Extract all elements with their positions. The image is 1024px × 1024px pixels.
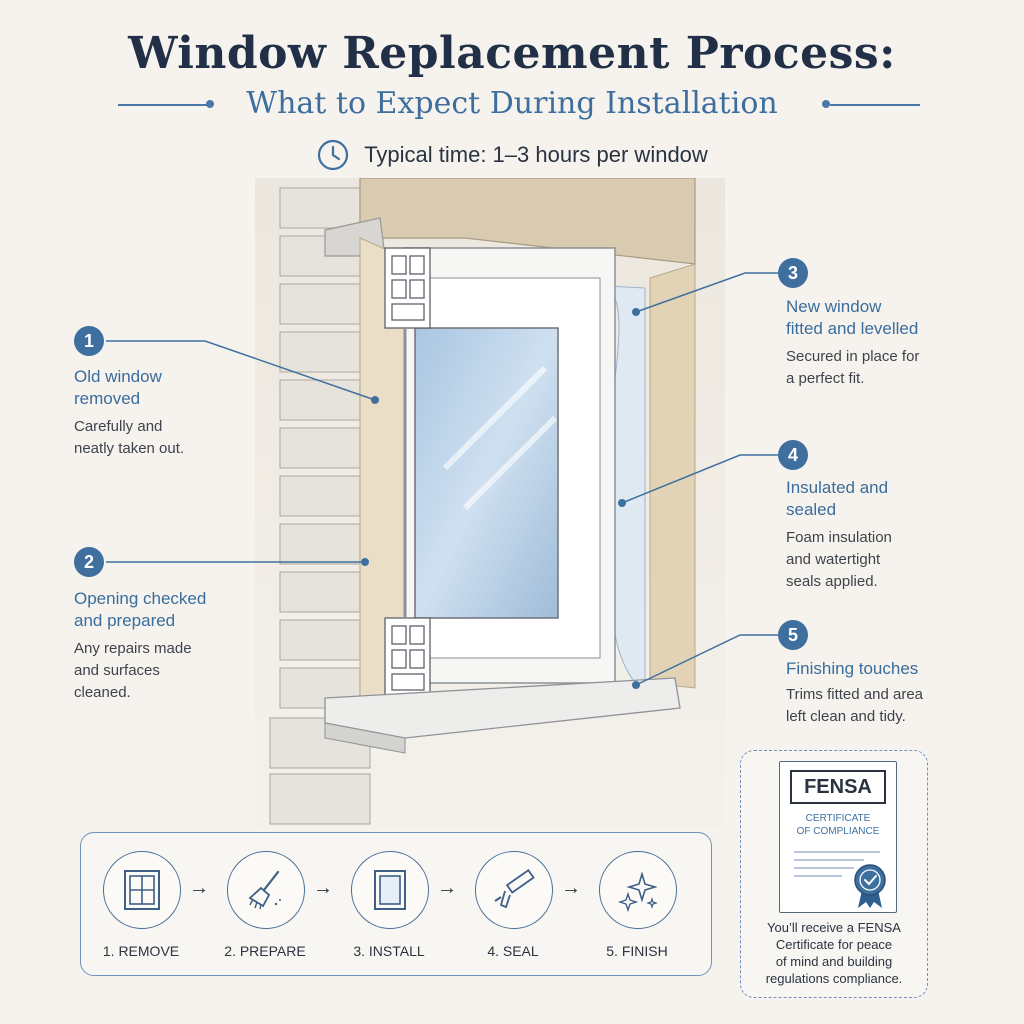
sparkle-icon: [617, 871, 658, 912]
step-5-title: Finishing touches: [786, 659, 919, 678]
subtitle-rule-right: [830, 104, 920, 106]
subtitle-dot-right: [822, 100, 830, 108]
certificate-note-2: Certificate for peace: [775, 937, 893, 952]
leader-dot-3: [632, 308, 640, 316]
step-5-desc: Trims fitted and area: [786, 686, 923, 703]
glass-reflection: [442, 365, 558, 511]
step-1-title: Old window: [74, 367, 162, 386]
step-3-title: New window: [786, 297, 882, 316]
frame-icon: [374, 870, 406, 910]
step-3-desc-2: a perfect fit.: [786, 370, 865, 387]
leader-dot-1: [371, 396, 379, 404]
step-2-title-2: and prepared: [74, 611, 176, 630]
leader-line-5: [635, 634, 778, 686]
leader-dot-5: [632, 681, 640, 689]
step-4-desc: Foam insulation: [786, 529, 892, 546]
step-2-badge: 2: [74, 547, 104, 577]
step-5-desc-2: left clean and tidy.: [786, 708, 906, 725]
time-text: Typical time: 1–3 hours per window: [364, 142, 708, 167]
step-4-desc-3: seals applied.: [786, 573, 878, 590]
arrow-icon-1: →: [189, 877, 209, 899]
subtitle-rule-left: [118, 104, 208, 106]
process-label-seal: 4. SEAL: [487, 943, 539, 959]
step-4-desc-2: and watertight: [786, 551, 881, 568]
step-1-desc-2: neatly taken out.: [74, 440, 185, 457]
sill-edge: [324, 722, 406, 754]
step-1-desc: Carefully and: [74, 418, 163, 435]
process-strip: → → → → 1. REMOVE 2. PREPARE 3. INSTA: [80, 832, 712, 976]
process-step-install: [351, 851, 429, 929]
step-5-text: Finishing touches Trims fitted and area …: [786, 658, 986, 728]
certificate-note-4: regulations compliance.: [765, 971, 903, 986]
step-1-title-2: removed: [74, 389, 141, 408]
certificate-card: FENSA CERTIFICATE OF COMPLIANCE You’ll r…: [740, 750, 928, 998]
certificate-lines: [794, 851, 880, 877]
leader-dot-2: [361, 558, 369, 566]
window-sill: [324, 677, 681, 739]
certificate-heading-1: CERTIFICATE: [805, 813, 871, 824]
leader-line-1: [106, 340, 376, 401]
window-illustration: [255, 178, 725, 828]
certificate-heading-2: OF COMPLIANCE: [796, 826, 880, 837]
process-label-remove: 1. REMOVE: [102, 943, 180, 959]
page-title: Window Replacement Process:: [128, 28, 896, 79]
step-1-badge: 1: [74, 326, 104, 356]
step-4-text: Insulated and sealed Foam insulation and…: [786, 477, 986, 593]
window-icon: [124, 870, 160, 910]
leader-dot-4: [618, 499, 626, 507]
step-3-desc: Secured in place for: [786, 348, 920, 365]
frame-profile-top: [384, 247, 431, 329]
arrow-icon-2: →: [313, 877, 333, 899]
step-4-badge: 4: [778, 440, 808, 470]
step-2-desc-2: and surfaces: [74, 662, 160, 679]
clock-icon: [318, 139, 349, 171]
step-4-title: Insulated and: [786, 478, 889, 497]
certificate-heading: CERTIFICATE OF COMPLIANCE: [780, 812, 896, 838]
process-step-finish: [599, 851, 677, 929]
step-3-badge: 3: [778, 258, 808, 288]
step-2-title: Opening checked: [74, 589, 207, 608]
brick-column: [269, 187, 371, 825]
arrow-icon-4: →: [561, 877, 581, 899]
sealant-gun-icon: [494, 869, 535, 909]
process-label-install: 3. INSTALL: [353, 943, 425, 959]
leader-line-3: [635, 272, 778, 313]
arrow-icon-3: →: [437, 877, 457, 899]
subtitle-dot-left: [206, 100, 214, 108]
leader-line-4: [621, 454, 778, 504]
process-step-remove: [103, 851, 181, 929]
page-subtitle: What to Expect During Installation: [246, 86, 778, 121]
process-step-prepare: [227, 851, 305, 929]
reveal-right: [649, 263, 696, 689]
fensa-logo: FENSA: [790, 770, 886, 804]
process-label-finish: 5. FINISH: [606, 943, 668, 959]
certificate-note: You’ll receive a FENSA Certificate for p…: [741, 919, 927, 987]
step-2-desc: Any repairs made: [74, 640, 192, 657]
step-4-title-2: sealed: [786, 500, 837, 519]
step-2-desc-3: cleaned.: [74, 684, 131, 701]
certificate-document: FENSA CERTIFICATE OF COMPLIANCE: [779, 761, 897, 913]
brush-icon: [248, 870, 281, 910]
certificate-note-3: of mind and building: [775, 954, 893, 969]
time-estimate: Typical time: 1–3 hours per window: [0, 138, 1024, 172]
step-1-text: Old window removed Carefully and neatly …: [74, 366, 244, 460]
step-3-title-2: fitted and levelled: [786, 319, 919, 338]
process-step-seal: [475, 851, 553, 929]
certificate-note-1: You’ll receive a FENSA: [767, 920, 901, 935]
step-5-badge: 5: [778, 620, 808, 650]
process-label-prepare: 2. PREPARE: [224, 943, 306, 959]
seal-badge-icon: [854, 864, 886, 908]
step-3-text: New window fitted and levelled Secured i…: [786, 296, 986, 390]
step-2-text: Opening checked and prepared Any repairs…: [74, 588, 244, 704]
